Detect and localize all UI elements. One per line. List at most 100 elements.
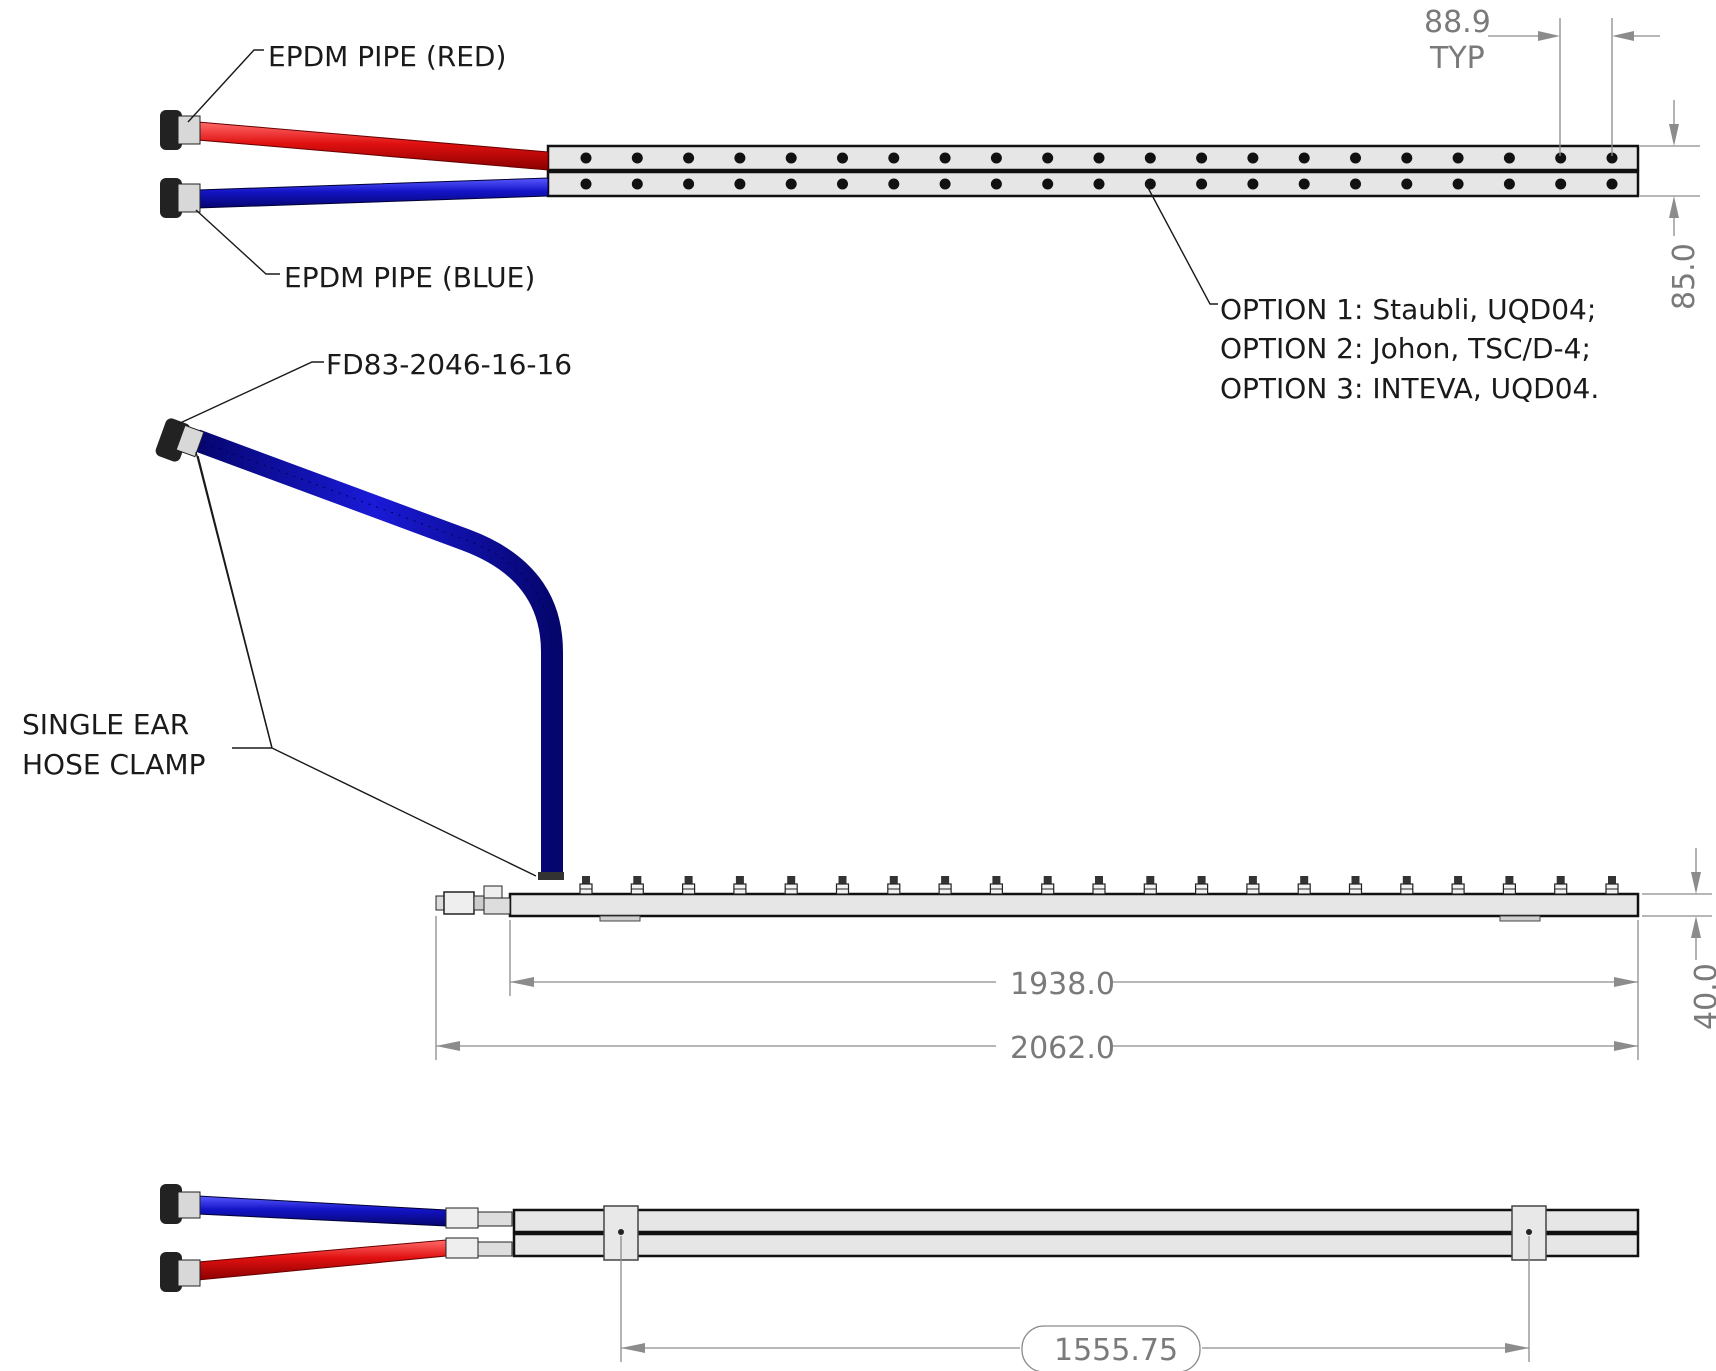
leader-options <box>1145 183 1218 305</box>
connector-hole <box>683 178 695 190</box>
top-view: EPDM PIPE (RED) EPDM PIPE (BLUE) OPTION … <box>160 5 1702 405</box>
inlet-valve <box>435 885 511 915</box>
connector-hole <box>1503 152 1515 164</box>
connector-hole <box>734 152 746 164</box>
label-option-2: OPTION 2: Johon, TSC/D-4; <box>1220 332 1591 365</box>
quick-disconnect <box>1451 876 1465 895</box>
leader-clamp-c <box>197 455 273 749</box>
connector-hole <box>580 152 592 164</box>
connector-hole <box>1401 152 1413 164</box>
quick-disconnect <box>1041 876 1055 895</box>
connector-hole <box>1247 152 1259 164</box>
connector-hole <box>1606 178 1618 190</box>
fitting-side <box>155 418 205 462</box>
leader-epdm-blue <box>195 209 280 275</box>
quick-disconnect <box>938 876 952 895</box>
connector-hole <box>837 152 848 164</box>
dim-length-bar: 1938.0 <box>1010 967 1115 1002</box>
bottom-view: 1555.75 <box>160 1184 1640 1371</box>
quick-disconnects <box>579 876 1619 895</box>
red-pipe <box>197 121 549 171</box>
quick-disconnect <box>1143 876 1157 895</box>
manifold-bar-side <box>508 892 1640 918</box>
connector-hole <box>1093 152 1105 164</box>
quick-disconnect <box>579 876 593 895</box>
dim-spacing: 88.9 <box>1424 5 1491 40</box>
connector-hole <box>1298 152 1310 164</box>
quick-disconnect <box>989 876 1004 895</box>
fittings-bottom <box>160 1184 201 1292</box>
red-pipe-bottom <box>197 1239 447 1281</box>
connector-hole <box>785 152 797 164</box>
connector-hole <box>1401 178 1413 190</box>
connector-hole <box>990 178 1002 190</box>
connector-hole <box>1452 178 1464 190</box>
connector-hole <box>683 152 695 164</box>
label-clamp-2: HOSE CLAMP <box>22 748 205 781</box>
connector-hole <box>1093 178 1105 190</box>
dim-width-top: 85.0 <box>1667 243 1702 310</box>
connector-hole <box>580 178 592 190</box>
dim-bracket-spacing: 1555.75 <box>1054 1333 1178 1368</box>
fitting-blue <box>160 178 201 218</box>
quick-disconnect <box>1246 876 1260 895</box>
quick-disconnect <box>630 876 644 895</box>
manifold-bar-upper <box>546 144 1640 172</box>
connector-holes <box>580 152 1618 190</box>
quick-disconnect <box>1348 876 1363 895</box>
connector-hole <box>1350 178 1361 190</box>
connector-hole <box>1144 152 1156 164</box>
quick-disconnect <box>681 876 696 895</box>
label-epdm-blue: EPDM PIPE (BLUE) <box>284 261 535 294</box>
connector-hole <box>837 178 848 190</box>
couplers-bottom <box>445 1207 513 1259</box>
connector-hole <box>1606 152 1618 164</box>
connector-hole <box>631 152 643 164</box>
connector-hole <box>888 152 900 164</box>
connector-hole <box>1350 152 1361 164</box>
quick-disconnect <box>835 876 850 895</box>
blue-pipe <box>197 177 549 209</box>
manifold-bar-lower <box>546 170 1640 198</box>
dim-spacing-note: TYP <box>1429 41 1485 76</box>
label-epdm-red: EPDM PIPE (RED) <box>268 40 506 73</box>
dim-height-side: 40.0 <box>1689 963 1716 1030</box>
connector-hole <box>939 152 951 164</box>
hose-clamp <box>538 872 564 880</box>
connector-hole <box>631 178 643 190</box>
blue-pipe-bent <box>192 429 563 876</box>
quick-disconnect <box>733 876 747 895</box>
connector-hole <box>1452 152 1464 164</box>
quick-disconnect <box>1554 876 1568 895</box>
connector-hole <box>785 178 797 190</box>
connector-hole <box>1196 152 1208 164</box>
connector-hole <box>734 178 746 190</box>
connector-hole <box>1298 178 1310 190</box>
quick-disconnect <box>1092 876 1106 895</box>
connector-hole <box>1247 178 1259 190</box>
label-option-1: OPTION 1: Staubli, UQD04; <box>1220 293 1596 326</box>
dim-length-total: 2062.0 <box>1010 1031 1115 1066</box>
connector-hole <box>1555 178 1567 190</box>
leader-fd83 <box>177 361 324 425</box>
label-clamp-1: SINGLE EAR <box>22 708 189 741</box>
quick-disconnect <box>1297 876 1311 895</box>
connector-hole <box>990 152 1002 164</box>
connector-hole <box>1042 152 1054 164</box>
leader-clamp-a <box>195 451 537 877</box>
connector-hole <box>888 178 900 190</box>
leader-epdm-red <box>187 49 264 123</box>
quick-disconnect <box>784 876 798 895</box>
side-view: FD83-2046-16-16 SINGLE EAR HOSE CLAMP 19… <box>22 348 1716 1066</box>
connector-hole <box>939 178 951 190</box>
connector-hole <box>1196 178 1208 190</box>
connector-hole <box>1042 178 1054 190</box>
connector-hole <box>1555 152 1567 164</box>
quick-disconnect <box>887 876 901 895</box>
quick-disconnect <box>1194 876 1209 895</box>
manifold-bar-bottom-lower <box>512 1232 1640 1258</box>
label-fd83: FD83-2046-16-16 <box>326 348 572 381</box>
quick-disconnect <box>1502 876 1517 895</box>
connector-hole <box>1503 178 1515 190</box>
